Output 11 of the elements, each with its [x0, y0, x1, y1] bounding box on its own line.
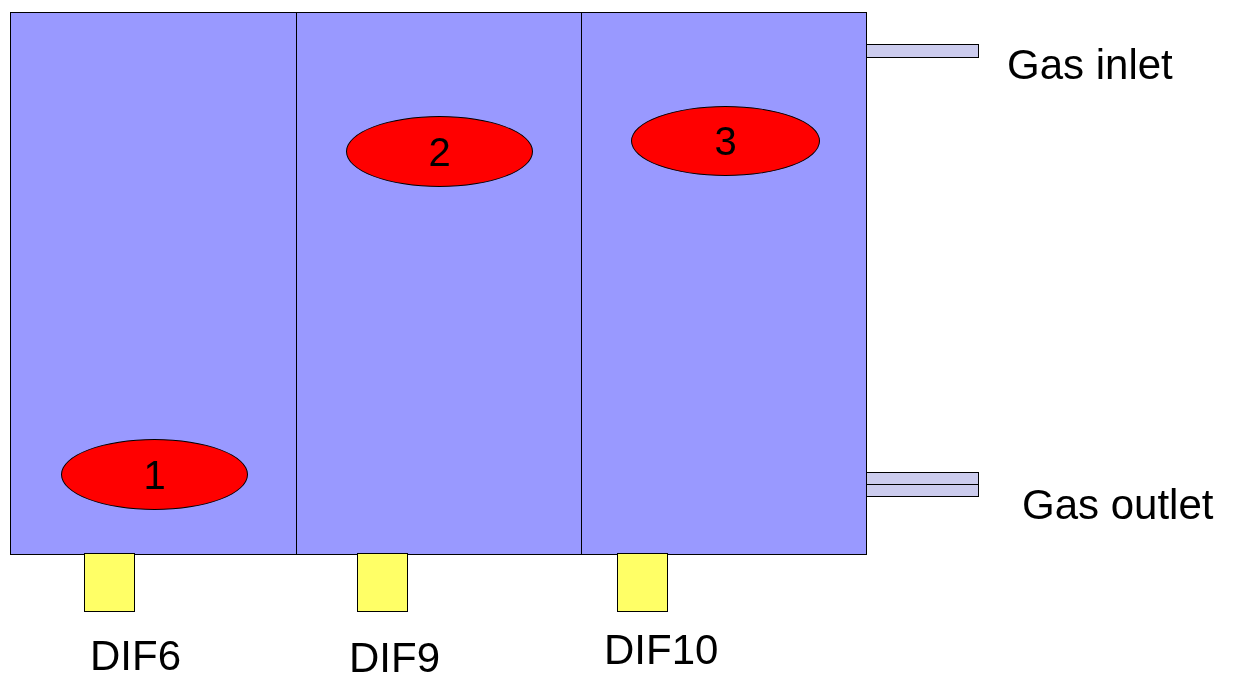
pipe-label: Gas outlet — [1022, 484, 1214, 526]
pipe-label: Gas inlet — [1007, 44, 1173, 86]
sensor-label: DIF6 — [90, 635, 181, 677]
marker-number: 3 — [714, 121, 737, 161]
chamber-compartment — [581, 12, 867, 555]
marker-number: 2 — [428, 131, 451, 172]
marker-number: 1 — [143, 454, 166, 495]
sensor-label: DIF10 — [604, 629, 719, 671]
sensor-label: DIF9 — [349, 637, 440, 678]
chamber-compartment — [10, 12, 297, 555]
chamber-compartment — [296, 12, 582, 555]
